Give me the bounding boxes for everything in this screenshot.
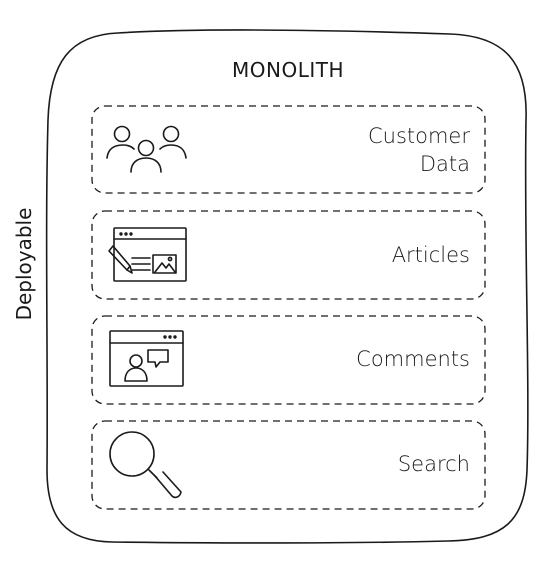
magnifier-icon: [109, 431, 182, 499]
module-border: [91, 105, 486, 194]
monolith-title: MONOLITH: [232, 58, 344, 82]
module-customer-data: Customer Data: [91, 105, 486, 194]
module-search: Search: [91, 420, 486, 510]
comment-window-icon: [109, 330, 184, 387]
module-label: Search: [398, 452, 470, 476]
module-label-line1: Customer: [368, 124, 470, 148]
module-border: [91, 420, 486, 510]
users-icon: [106, 125, 187, 173]
module-border: [91, 210, 486, 300]
module-label: Comments: [356, 347, 470, 371]
module-label: Articles: [392, 243, 470, 267]
module-articles: Articles: [91, 210, 486, 300]
module-label-line2: Data: [420, 152, 470, 176]
module-border: [91, 315, 486, 405]
module-comments: Comments: [91, 315, 486, 405]
article-editor-icon: [108, 227, 187, 282]
deployable-label: Deployable: [12, 208, 36, 321]
monolith-boundary: [45, 29, 529, 544]
